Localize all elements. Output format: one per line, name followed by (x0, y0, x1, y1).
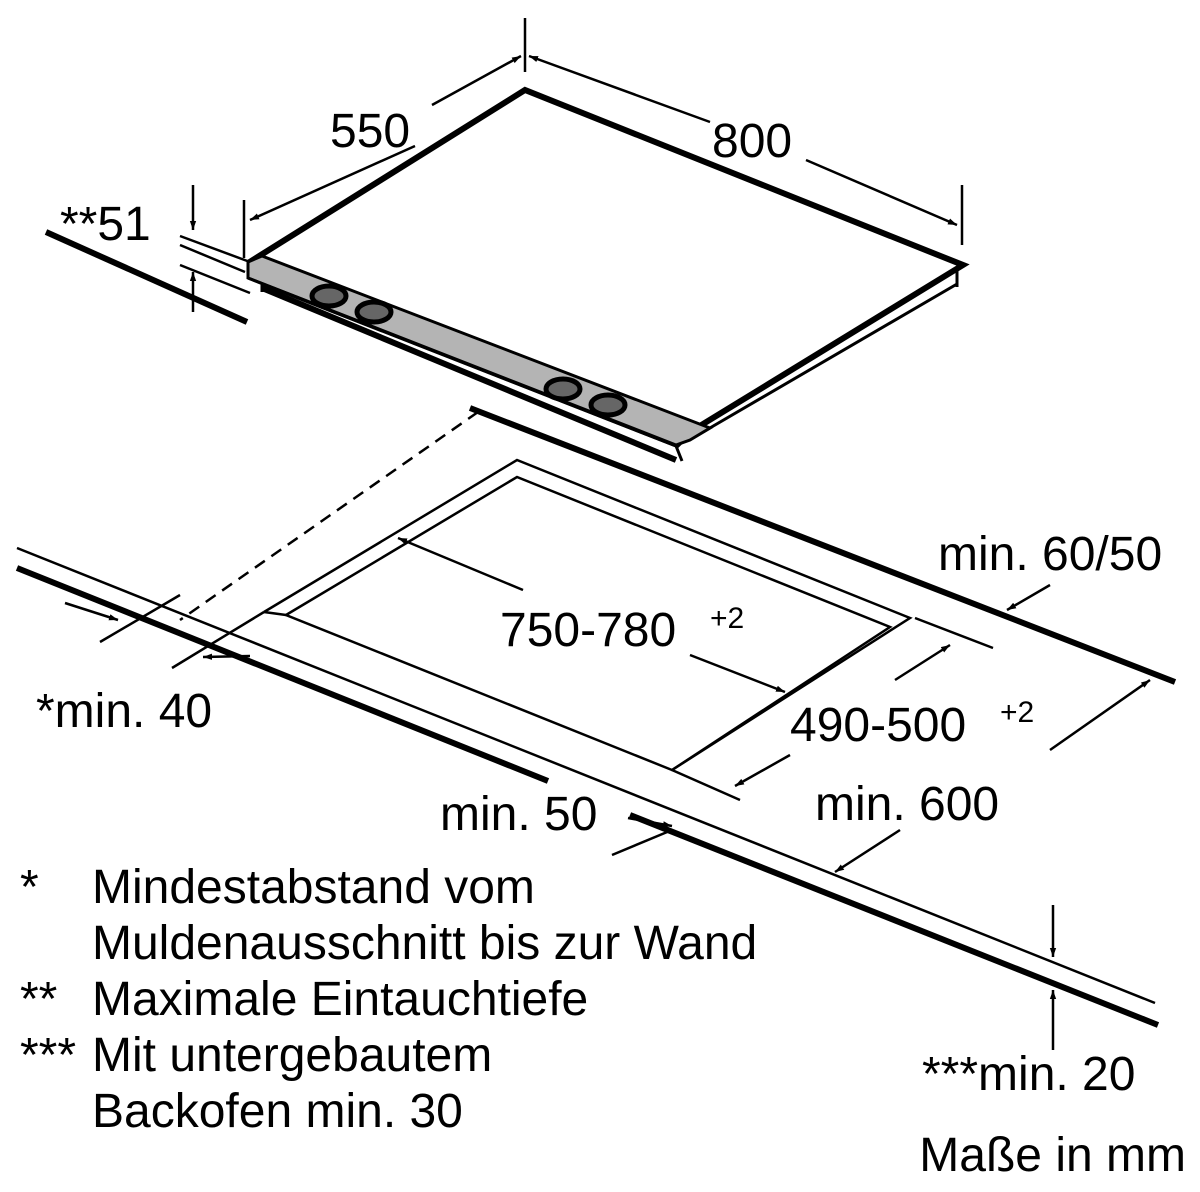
footnotes: * Mindestabstand vom Muldenausschnitt bi… (20, 860, 757, 1140)
cutout-outer (263, 458, 913, 772)
dim-40-a (64, 601, 119, 622)
footnote-1: * Mindestabstand vom Muldenausschnitt bi… (20, 860, 757, 972)
dim-800-a (528, 54, 711, 124)
dim-51-ext-a (179, 234, 251, 264)
cutout (179, 410, 913, 772)
footnote-text: Mindestabstand vom (92, 861, 535, 914)
min-worktop-depth-label: min. 600 (815, 778, 999, 831)
dim-50-a (627, 816, 673, 828)
footnote-text: Mit untergebautem (92, 1029, 493, 1082)
cutout-depth-label: 490-500 (790, 699, 966, 752)
dim-550-a (249, 144, 416, 222)
footnote-mark: *** (20, 1029, 77, 1082)
control-knob-4 (588, 392, 628, 418)
cutout-width-tolerance: +2 (710, 602, 744, 635)
worktop (15, 229, 1177, 1028)
dim-750-a (397, 536, 524, 592)
control-knob-3 (543, 376, 583, 402)
footnote-3: *** Mit untergebautem Backofen min. 30 (20, 1028, 757, 1140)
footnote-mark: ** (20, 973, 58, 1026)
units-label: Maße in mm (919, 1129, 1186, 1182)
cutout-front-outer (263, 610, 287, 617)
dim-40-ext-b (171, 610, 265, 670)
footnote-mark: * (20, 861, 39, 914)
worktop-thin-edge-upper (179, 243, 246, 274)
cutout-inner (283, 475, 893, 772)
dim-550-b (431, 54, 522, 107)
control-knob-1 (309, 283, 349, 309)
min-rear-distance-label: min. 60/50 (938, 528, 1162, 581)
dim-490-ext-front (671, 768, 741, 802)
footnote-text: Maximale Eintauchtiefe (92, 973, 589, 1026)
dim-490-a (894, 643, 951, 682)
dim-51-ext-b (179, 263, 251, 295)
footnote-2: ** Maximale Eintauchtiefe (20, 972, 757, 1028)
worktop-front-edge-bottom-right (628, 812, 1160, 1028)
min-front-distance-label: min. 50 (440, 788, 597, 841)
dim-490-b (734, 753, 791, 788)
footnote-text: Muldenausschnitt bis zur Wand (92, 917, 758, 970)
hob-right-side (702, 282, 958, 434)
dimension-lines (64, 18, 1151, 1050)
worktop-front-edge-bottom (15, 565, 550, 784)
cutout-width-label: 750-780 (500, 604, 676, 657)
dim-490-ext (914, 616, 994, 650)
dim-600-a (1049, 678, 1151, 752)
dim-50-b (611, 828, 673, 857)
dim-800-b (805, 158, 958, 227)
dimension-labels: 550 800 **51 min. 60/50 750-780 +2 490-5… (36, 105, 1162, 1101)
min-side-distance-label: *min. 40 (36, 685, 212, 738)
dim-600-b (834, 828, 901, 874)
depth-label: 550 (330, 105, 410, 158)
control-strip (246, 254, 714, 447)
control-knob-2 (354, 299, 394, 325)
width-label: 800 (712, 115, 792, 168)
min-worktop-thickness-label: ***min. 20 (922, 1048, 1135, 1101)
dim-40-b (202, 653, 251, 660)
cutout-depth-tolerance: +2 (1000, 696, 1034, 729)
hob-underside (260, 285, 678, 463)
dim-750-b (689, 653, 786, 694)
cutout-dashed-projection (179, 410, 479, 622)
worktop-front-edge-top (16, 546, 1156, 1005)
control-strip-lower-edge (247, 276, 677, 448)
dim-rear-arrow (1006, 583, 1051, 612)
immersion-depth-label: **51 (60, 198, 151, 251)
dim-40-ext-a (99, 593, 181, 644)
footnote-text: Backofen min. 30 (92, 1085, 463, 1138)
worktop-back-edge-right (468, 405, 1177, 685)
hob (246, 86, 970, 463)
worktop-back-edge (44, 229, 249, 325)
